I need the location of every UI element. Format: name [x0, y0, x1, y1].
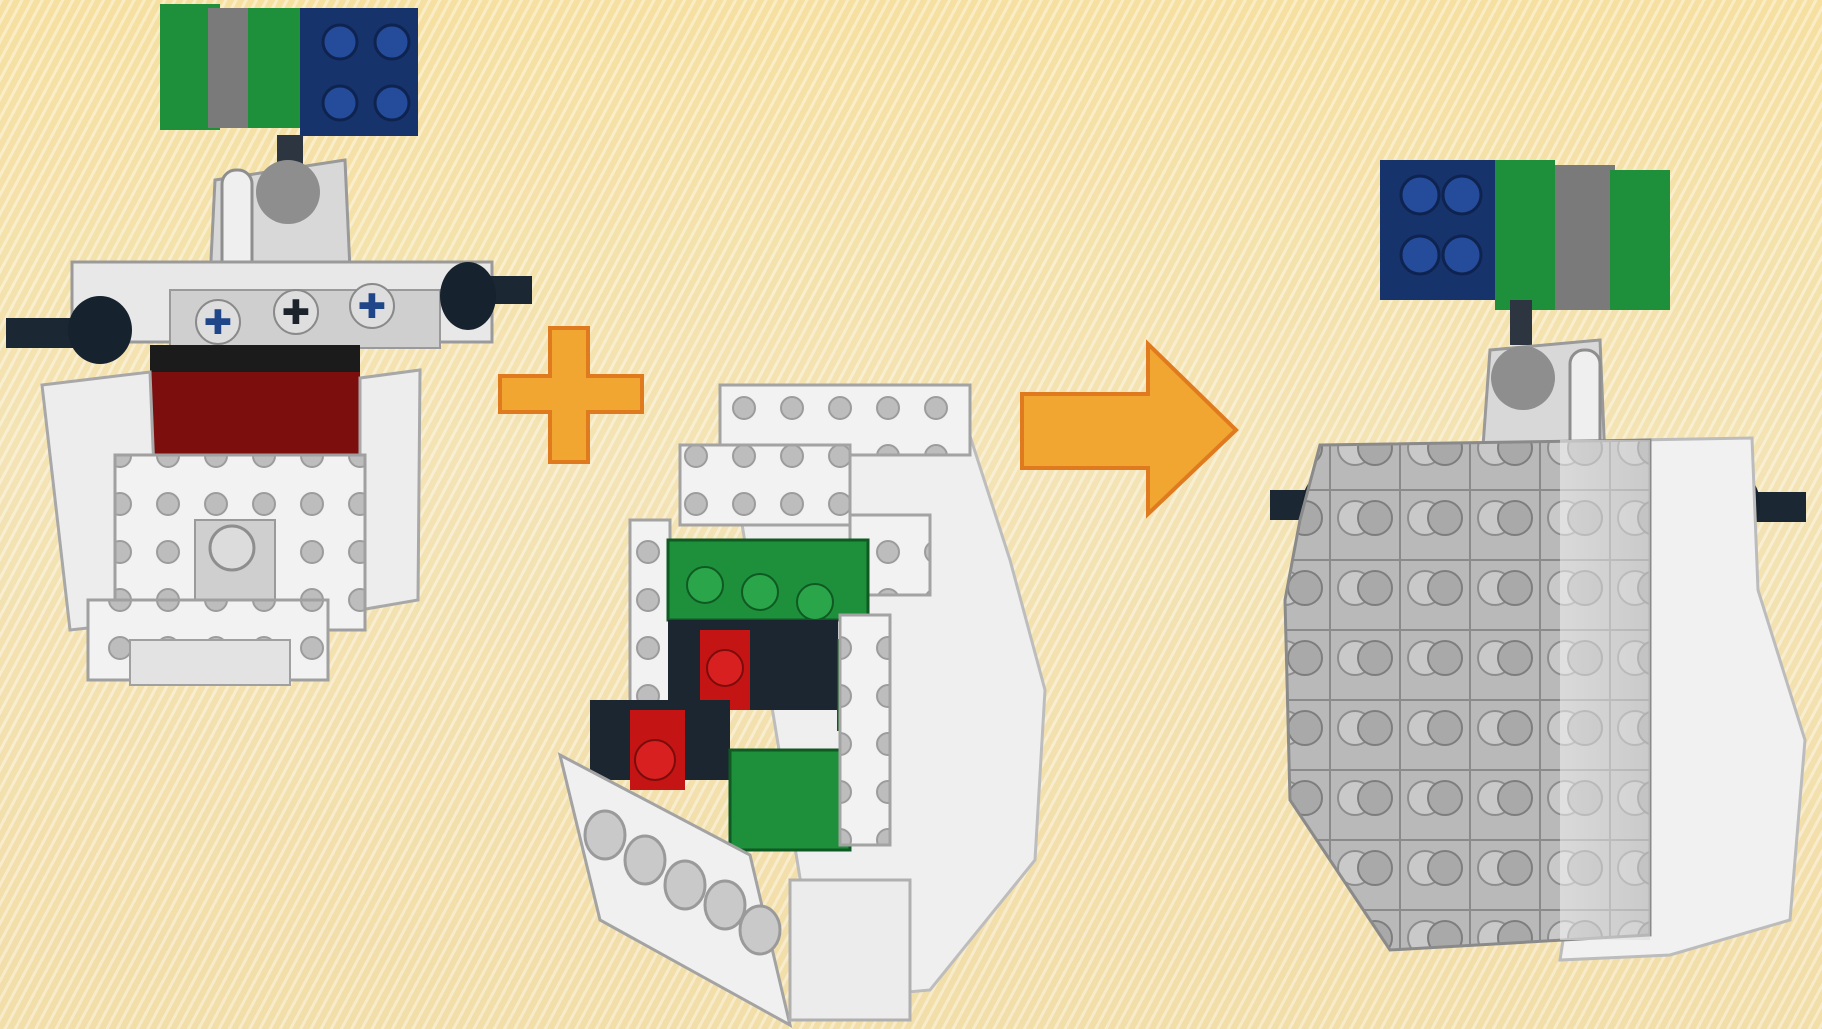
right-robot-assembled — [1270, 160, 1806, 960]
left-head-block — [160, 4, 418, 136]
svg-text:✚: ✚ — [282, 293, 311, 333]
svg-text:✚: ✚ — [358, 287, 387, 327]
plus-icon — [500, 328, 642, 462]
arrow-right-icon — [1022, 344, 1236, 514]
middle-robot-body — [560, 385, 1045, 1025]
svg-text:✚: ✚ — [204, 303, 233, 343]
left-robot-frame: ✚ ✚ ✚ — [6, 4, 532, 685]
